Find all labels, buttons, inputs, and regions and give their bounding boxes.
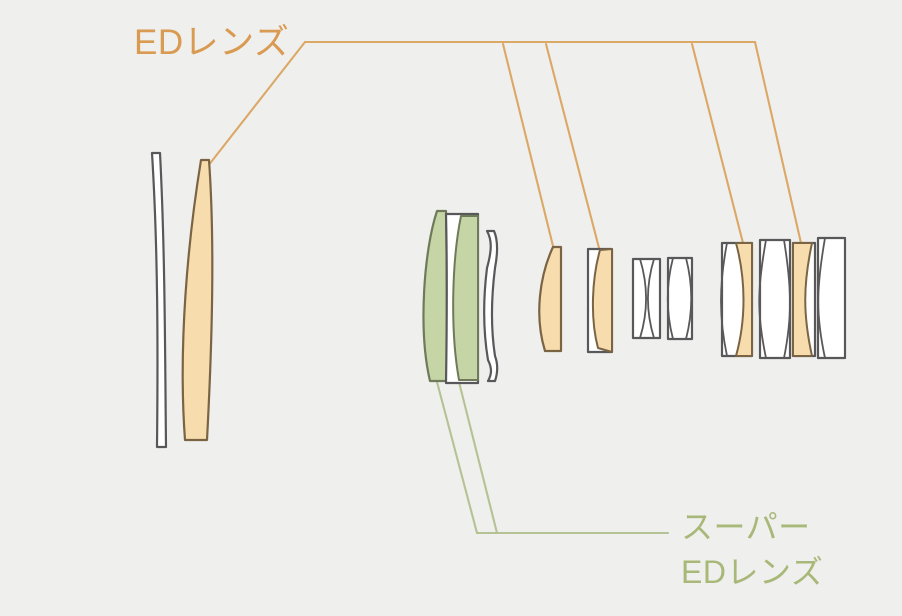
second-thin-meniscus — [483, 229, 499, 383]
ed-leader-front — [206, 40, 307, 168]
ed-leader-rear-a — [690, 42, 745, 245]
super-ed-lens-label-line2: EDレンズ — [681, 554, 823, 590]
rear-biconvex-1 — [758, 238, 792, 360]
rear-biconvex-1-surface-a — [758, 239, 767, 359]
super-ed-leader-lines — [435, 380, 670, 535]
front-ed-meniscus — [181, 158, 214, 442]
center-biconvex-surface-b — [685, 257, 693, 340]
rear-ed-doublet-2 — [792, 242, 813, 357]
second-group — [422, 209, 499, 385]
rear-doublet-1-front-surface — [720, 242, 728, 357]
rear-biconvex-ed-doublet — [735, 242, 753, 357]
super-ed-leader-b — [457, 380, 499, 535]
super-ed-lens-label-line1: スーパー — [681, 509, 811, 545]
front-thin-meniscus — [150, 151, 168, 449]
center-biconvex-surface-a — [666, 257, 674, 340]
ed-leader-third-b — [544, 42, 601, 250]
ed-leader-lines — [206, 40, 803, 250]
super-ed-inner-surface — [452, 215, 479, 381]
third-ed-cemented-doublet — [591, 248, 613, 353]
ed-leader-third-a — [501, 42, 555, 248]
third-group — [538, 245, 614, 354]
ed-leader-rear-b — [753, 40, 803, 245]
third-ed-plano-convex — [538, 245, 563, 353]
super-ed-leader-a — [435, 380, 479, 535]
rear-biconvex-2 — [816, 236, 847, 360]
center-group — [631, 256, 694, 341]
front-group — [150, 151, 214, 449]
rear-biconvex-2-surface-a — [817, 237, 826, 359]
center-doublet-surface-b — [647, 258, 655, 339]
center-doublet-surface-a — [639, 258, 647, 339]
ed-lens-label: EDレンズ — [134, 23, 289, 62]
rear-biconvex-1-surface-b — [783, 239, 791, 359]
rear-group — [720, 236, 847, 360]
